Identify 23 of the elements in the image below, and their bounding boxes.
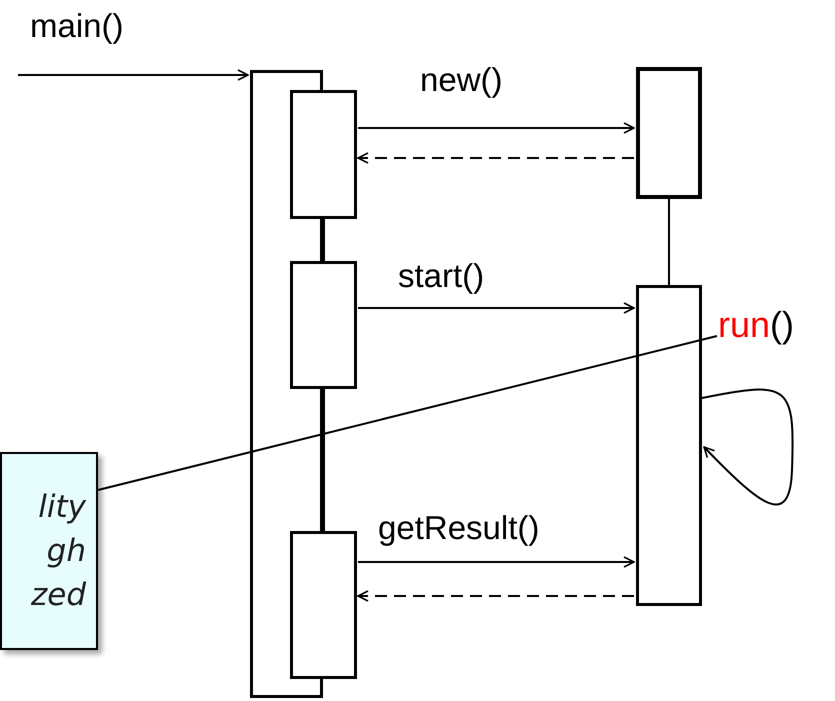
activation-bar	[290, 531, 357, 679]
leader-line	[98, 335, 718, 491]
message-label: new()	[420, 62, 503, 98]
message-label: start()	[398, 258, 484, 294]
method-label: run()	[718, 300, 794, 350]
self-call-arrow	[702, 388, 794, 506]
message-label: main()	[30, 8, 124, 44]
message-arrow	[18, 69, 249, 81]
lifeline	[323, 389, 325, 531]
activation-bar	[290, 90, 357, 219]
object-box	[636, 67, 702, 199]
note-box	[0, 452, 98, 650]
lifeline	[668, 199, 670, 285]
return-arrow	[357, 152, 634, 164]
message-arrow	[358, 122, 635, 134]
activation-bar	[636, 285, 702, 606]
message-arrow	[358, 302, 635, 314]
message-arrow	[358, 556, 635, 568]
message-label: getResult()	[378, 510, 540, 546]
return-arrow	[357, 590, 634, 602]
lifeline	[323, 219, 325, 261]
note-text: lity gh zed	[30, 488, 88, 615]
activation-bar	[290, 261, 357, 389]
